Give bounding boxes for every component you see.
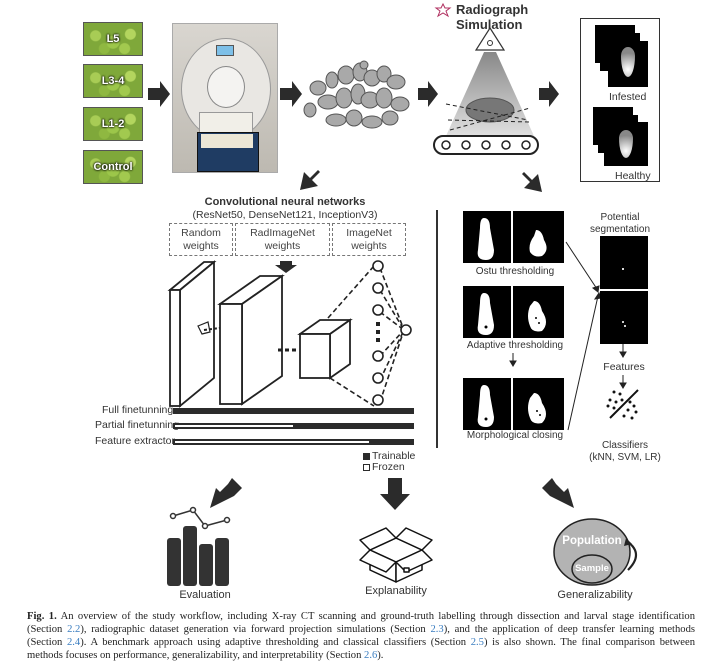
weights-label: ImageNet <box>346 227 392 239</box>
caption-text: An overview of the study workflow, inclu… <box>27 611 695 635</box>
population-sample-icon <box>553 518 638 586</box>
potential-label-line2: segmentation <box>589 224 651 235</box>
section-link[interactable]: 2.3 <box>430 624 444 635</box>
radiograph-title-line1: Radiograph <box>456 2 529 17</box>
neuron <box>372 394 384 406</box>
neuron <box>372 282 384 294</box>
crate-label: Control <box>93 161 133 173</box>
explanability-label: Explanability <box>365 585 427 597</box>
features-label: Features <box>603 361 645 373</box>
caption-text: ), radiographic dataset generation via f… <box>80 624 431 635</box>
strategy-bar-partial <box>173 423 414 429</box>
arrow-down-right-icon <box>522 172 542 192</box>
output-neuron <box>400 324 412 336</box>
generalizability-label: Generalizability <box>557 589 633 601</box>
strategy-bar-feature <box>173 439 414 445</box>
evaluation-label: Evaluation <box>179 589 231 601</box>
caption-text: ). A benchmark approach using adaptive t… <box>80 637 471 648</box>
imagenet-weights-box: ImageNet weights <box>332 223 406 256</box>
section-divider <box>436 210 438 448</box>
section-link[interactable]: 2.2 <box>67 624 81 635</box>
xray-beam <box>446 52 534 136</box>
radimagenet-weights-box: RadImageNet weights <box>235 223 330 256</box>
arrow-down-right-icon <box>542 478 574 508</box>
step-morphological-label: Morphological closing <box>466 430 564 441</box>
legend-trainable-swatch <box>363 453 370 460</box>
classifiers-label-line2: (kNN, SVM, LR) <box>589 452 661 463</box>
weights-label: Random <box>181 227 221 239</box>
arrow-down-left-icon <box>210 478 242 508</box>
strategy-bar-full <box>173 408 414 414</box>
radiograph-output-panel <box>580 18 660 182</box>
caption-text: ), and the application of deep transfer … <box>27 624 696 648</box>
figure-caption: Fig. 1. An overview of the study workflo… <box>27 610 695 662</box>
open-box-icon <box>359 527 433 583</box>
population-label: Population <box>562 535 622 547</box>
legend-trainable-label: Trainable <box>372 450 416 462</box>
crate-l3-4: L3-4 <box>83 64 143 98</box>
strategy-label-full: Full finetunning <box>102 404 174 416</box>
neuron <box>372 350 384 362</box>
legend-frozen-swatch <box>363 464 370 471</box>
figure-label: Fig. 1. <box>27 611 57 622</box>
caption-text: ) is also shown. The final comparison be… <box>27 637 695 661</box>
crate-label: L3-4 <box>101 75 125 87</box>
crate-label: L5 <box>106 33 120 45</box>
frozen-portion <box>175 425 293 427</box>
section-link[interactable]: 2.6 <box>364 650 378 661</box>
radiation-star-icon <box>434 2 452 18</box>
cnn-architecture-diagram <box>167 260 412 408</box>
strategy-label-partial: Partial finetunning <box>95 419 180 431</box>
arrow-right-icon <box>148 81 170 107</box>
evaluation-chart-icon <box>167 506 231 586</box>
caption-text: ). <box>377 650 384 661</box>
pears-3d-render <box>303 60 410 129</box>
random-weights-box: Random weights <box>169 223 233 256</box>
radiograph-title-line2: Simulation <box>456 17 523 32</box>
cnn-architectures: (ResNet50, DenseNet121, InceptionV3) <box>192 209 378 221</box>
crate-control: Control <box>83 150 143 184</box>
segmentation-image <box>600 236 648 289</box>
classifier-scatter-icon <box>606 389 639 420</box>
weights-label: weights <box>351 240 387 252</box>
radiograph-simulation-diagram <box>433 26 539 155</box>
infested-label: Infested <box>609 91 647 103</box>
weights-label: weights <box>183 240 219 252</box>
arrow-right-icon <box>418 81 438 107</box>
classifiers-label-line1: Classifiers <box>601 440 649 451</box>
ct-scanner-photo <box>172 23 278 173</box>
neuron <box>372 372 384 384</box>
arrow-down-left-icon <box>300 170 320 190</box>
step-otsu-label: Ostu thresholding <box>475 266 555 277</box>
benchmark-flow-arrows <box>509 241 627 431</box>
potential-label-line1: Potential <box>600 212 640 223</box>
neuron <box>372 260 384 272</box>
threshold-images <box>463 211 564 430</box>
arrow-down-icon <box>275 261 297 273</box>
crate-l1-2: L1-2 <box>83 107 143 141</box>
segmentation-image <box>600 291 648 344</box>
crate-label: L1-2 <box>101 118 125 130</box>
arrow-right-icon <box>539 81 559 107</box>
step-adaptive-label: Adaptive thresholding <box>466 340 564 351</box>
pear-shape <box>465 97 515 123</box>
cnn-title: Convolutional neural networks <box>204 196 366 208</box>
healthy-label: Healthy <box>615 170 651 182</box>
strategy-label-feature: Feature extractor <box>95 435 175 447</box>
radiation-source-icon <box>474 26 506 51</box>
legend-frozen-label: Frozen <box>372 461 405 473</box>
neuron <box>372 304 384 316</box>
radiograph-image-healthy <box>604 122 648 166</box>
section-link[interactable]: 2.5 <box>470 637 484 648</box>
frozen-portion <box>175 441 369 443</box>
arrow-right-icon <box>280 81 302 107</box>
section-link[interactable]: 2.4 <box>66 637 81 648</box>
weights-label: RadImageNet <box>250 227 315 239</box>
radiograph-image-infested <box>608 41 648 87</box>
sample-label: Sample <box>575 563 609 574</box>
weights-label: weights <box>264 240 301 252</box>
arrow-down-icon <box>380 478 410 510</box>
crate-l5: L5 <box>83 22 143 56</box>
